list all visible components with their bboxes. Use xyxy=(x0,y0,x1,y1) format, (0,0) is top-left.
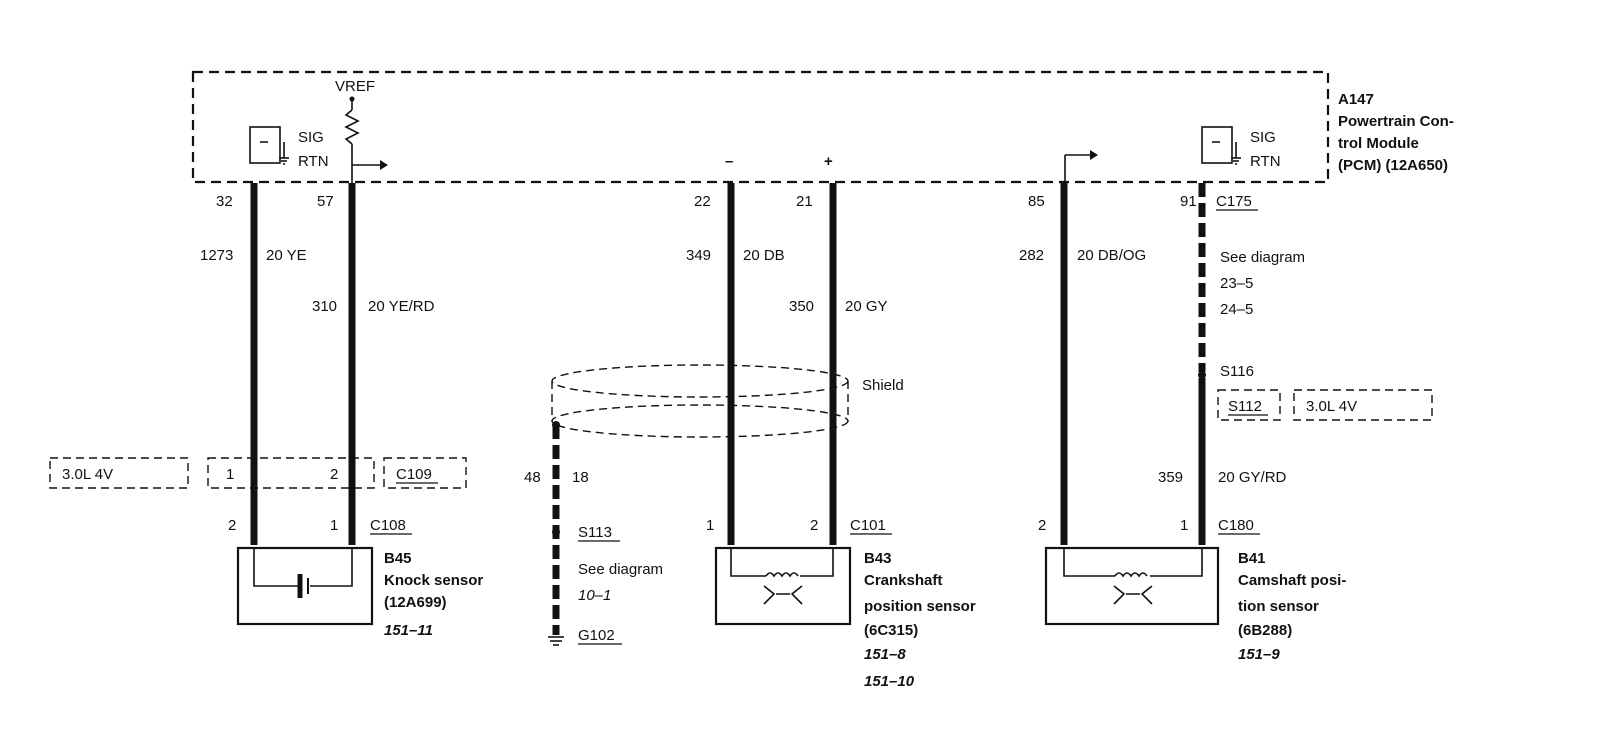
splice-s116-label: S116 xyxy=(1220,363,1254,380)
c109-pin1: 1 xyxy=(226,466,234,483)
spec-1273: 20 YE xyxy=(266,247,307,264)
pin-22: 22 xyxy=(694,193,711,210)
cam-pin-right: 1 xyxy=(1180,517,1188,534)
spec-282: 20 DB/OG xyxy=(1077,247,1146,264)
sig-label-right: SIG xyxy=(1250,129,1276,146)
engine-label-right: 3.0L 4V xyxy=(1306,398,1357,415)
pin-85: 85 xyxy=(1028,193,1045,210)
cam-input-symbol xyxy=(1201,126,1241,165)
knock-pin-left: 2 xyxy=(228,517,236,534)
crank-connector: C101 xyxy=(850,517,886,534)
shield-label: Shield xyxy=(862,377,904,394)
crank-name-line2: position sensor xyxy=(864,598,976,615)
splice-s113-label: S113 xyxy=(578,524,612,541)
pcm-name-line3: (PCM) (12A650) xyxy=(1338,157,1448,174)
spec-350: 20 GY xyxy=(845,298,888,315)
circuit-350: 350 xyxy=(789,298,814,315)
see-diagram-ref-24: 24–5 xyxy=(1220,301,1253,318)
cam-sensor-icon xyxy=(1063,548,1203,605)
pin-91: 91 xyxy=(1180,193,1197,210)
cam-connector: C180 xyxy=(1218,517,1254,534)
ground-see-ref: 10–1 xyxy=(578,587,611,604)
knock-pin-right: 1 xyxy=(330,517,338,534)
crank-pin-left: 1 xyxy=(706,517,714,534)
c109-pin-box xyxy=(207,457,375,489)
ground-icon xyxy=(548,636,564,646)
crank-name-line1: Crankshaft xyxy=(864,572,942,589)
cam-ref: B41 xyxy=(1238,550,1266,567)
pin-57: 57 xyxy=(317,193,334,210)
engine-box-right xyxy=(1293,389,1433,421)
rtn-label-right: RTN xyxy=(1250,153,1281,170)
circuit-282: 282 xyxy=(1019,247,1044,264)
c109-pin2: 2 xyxy=(330,466,338,483)
knock-input-symbol xyxy=(249,126,289,165)
cam-name-line2: tion sensor xyxy=(1238,598,1319,615)
ground-g102-label: G102 xyxy=(578,627,615,644)
see-diagram-pcm: See diagram xyxy=(1220,249,1305,266)
knock-sensor-box xyxy=(236,546,374,626)
pcm-name-line1: Powertrain Con- xyxy=(1338,113,1454,130)
pcm-connector-label: C175 xyxy=(1216,193,1252,210)
pcm-name-line2: trol Module xyxy=(1338,135,1419,152)
cam-sensor-box xyxy=(1044,546,1220,626)
knock-name: Knock sensor xyxy=(384,572,483,589)
crank-sensor-box xyxy=(714,546,852,626)
splice-s116-dot xyxy=(1198,371,1206,379)
circuit-1273: 1273 xyxy=(200,247,233,264)
engine-label-left: 3.0L 4V xyxy=(62,466,113,483)
circuit-48: 48 xyxy=(524,469,541,486)
shield-ellipses xyxy=(551,364,849,438)
cam-ground-arrow-icon xyxy=(1064,150,1098,183)
sig-label-left: SIG xyxy=(298,129,324,146)
pcm-module-box xyxy=(191,70,1330,184)
pin-21: 21 xyxy=(796,193,813,210)
c109-label: C109 xyxy=(396,466,432,483)
circuit-349: 349 xyxy=(686,247,711,264)
ground-see-diagram: See diagram xyxy=(578,561,663,578)
cam-part: (6B288) xyxy=(1238,622,1292,639)
vref-label: VREF xyxy=(335,78,375,95)
engine-box-left xyxy=(49,457,189,489)
knock-sensor-icon xyxy=(253,548,353,598)
splice-s112-label: S112 xyxy=(1228,398,1262,415)
see-diagram-ref-23: 23–5 xyxy=(1220,275,1253,292)
spec-48: 18 xyxy=(572,469,589,486)
knock-ref: B45 xyxy=(384,550,412,567)
pcm-ref: A147 xyxy=(1338,91,1374,108)
c109-box xyxy=(383,457,467,489)
s112-box xyxy=(1217,389,1281,421)
crank-pin-right: 2 xyxy=(810,517,818,534)
knock-part: (12A699) xyxy=(384,594,447,611)
crank-ref: B43 xyxy=(864,550,892,567)
crank-sensor-icon xyxy=(730,548,834,605)
vref-resistor-icon xyxy=(344,96,388,183)
knock-connector: C108 xyxy=(370,517,406,534)
shield-drain-dot xyxy=(552,421,560,429)
cam-page: 151–9 xyxy=(1238,646,1280,663)
splice-s113-dot xyxy=(552,528,560,536)
cam-pin-left: 2 xyxy=(1038,517,1046,534)
rtn-label-left: RTN xyxy=(298,153,329,170)
pin-32: 32 xyxy=(216,193,233,210)
crank-plus-label: + xyxy=(824,153,833,170)
crank-page1: 151–8 xyxy=(864,646,906,663)
spec-310: 20 YE/RD xyxy=(368,298,435,315)
crank-part: (6C315) xyxy=(864,622,918,639)
circuit-359: 359 xyxy=(1158,469,1183,486)
crank-minus-label: – xyxy=(725,153,733,170)
spec-359: 20 GY/RD xyxy=(1218,469,1287,486)
knock-page: 151–11 xyxy=(384,622,433,639)
spec-349: 20 DB xyxy=(743,247,785,264)
circuit-310: 310 xyxy=(312,298,337,315)
cam-name-line1: Camshaft posi- xyxy=(1238,572,1346,589)
crank-page2: 151–10 xyxy=(864,673,915,690)
